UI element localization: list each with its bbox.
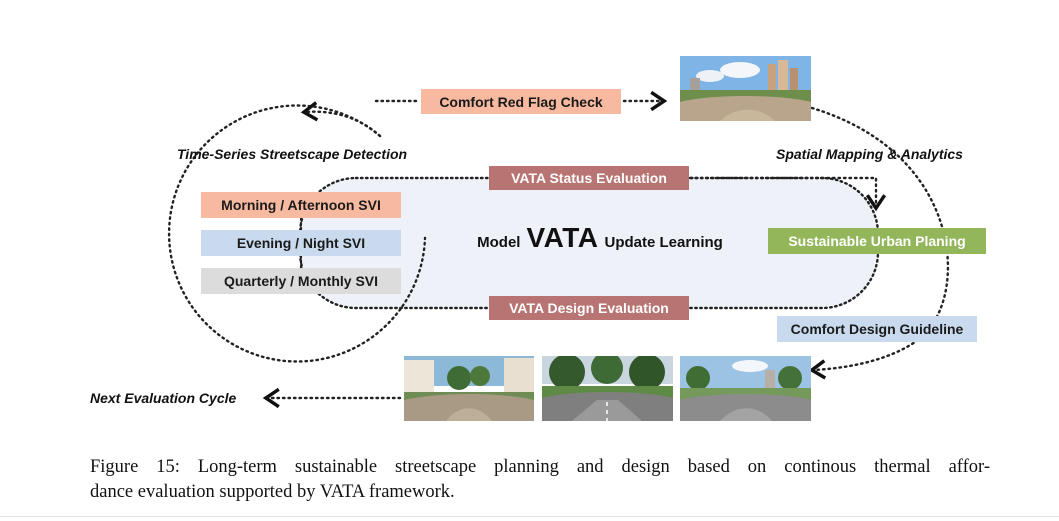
sustainable-urban-label: Sustainable Urban Planing <box>788 233 966 249</box>
vata-design-label: VATA Design Evaluation <box>509 300 669 316</box>
vata-design-box: VATA Design Evaluation <box>489 296 689 320</box>
right-cycle-arrow-bottom <box>808 338 920 380</box>
streetscape-image-bottom-3 <box>680 356 811 421</box>
quarterly-monthly-label: Quarterly / Monthly SVI <box>223 273 379 289</box>
streetscape-image-bottom-1 <box>404 356 534 421</box>
evening-night-box: Evening / Night SVI <box>201 230 401 256</box>
left-cycle-circle <box>167 104 427 363</box>
figure-caption: Figure 15: Long-term sustainable streets… <box>90 455 990 505</box>
sustainable-urban-box: Sustainable Urban Planing <box>768 228 986 254</box>
page-divider <box>0 516 1059 517</box>
comfort-design-box: Comfort Design Guideline <box>777 316 977 342</box>
left-cycle-arrow <box>300 101 382 138</box>
comfort-design-label: Comfort Design Guideline <box>790 321 964 337</box>
quarterly-monthly-box: Quarterly / Monthly SVI <box>201 268 401 294</box>
streetscape-image-bottom-2 <box>542 356 673 421</box>
right-cycle-arc <box>810 106 950 322</box>
comfort-red-flag-label: Comfort Red Flag Check <box>439 93 603 110</box>
evening-night-label: Evening / Night SVI <box>236 235 366 251</box>
morning-afternoon-label: Morning / Afternoon SVI <box>221 197 381 213</box>
vata-status-box: VATA Status Evaluation <box>489 166 689 190</box>
comfort-red-flag-box: Comfort Red Flag Check <box>421 89 621 114</box>
time-series-label: Time-Series Streetscape Detection <box>177 146 408 162</box>
caption-line-1: Figure 15: Long-term sustainable streets… <box>90 457 990 477</box>
morning-afternoon-box: Morning / Afternoon SVI <box>201 192 401 218</box>
status-to-planning-arrow <box>688 176 887 212</box>
center-model-text: Model <box>477 234 521 251</box>
center-title: Model VATA Update Learning <box>452 222 748 262</box>
caption-line-2: dance evaluation supported by VATA frame… <box>90 482 455 502</box>
streetscape-image-top <box>680 56 811 121</box>
spatial-mapping-label: Spatial Mapping & Analytics <box>776 146 963 162</box>
center-vata-text: VATA <box>526 222 599 253</box>
vata-status-label: VATA Status Evaluation <box>511 170 667 186</box>
center-update-text: Update Learning <box>604 234 723 251</box>
next-cycle-label: Next Evaluation Cycle <box>90 390 237 406</box>
